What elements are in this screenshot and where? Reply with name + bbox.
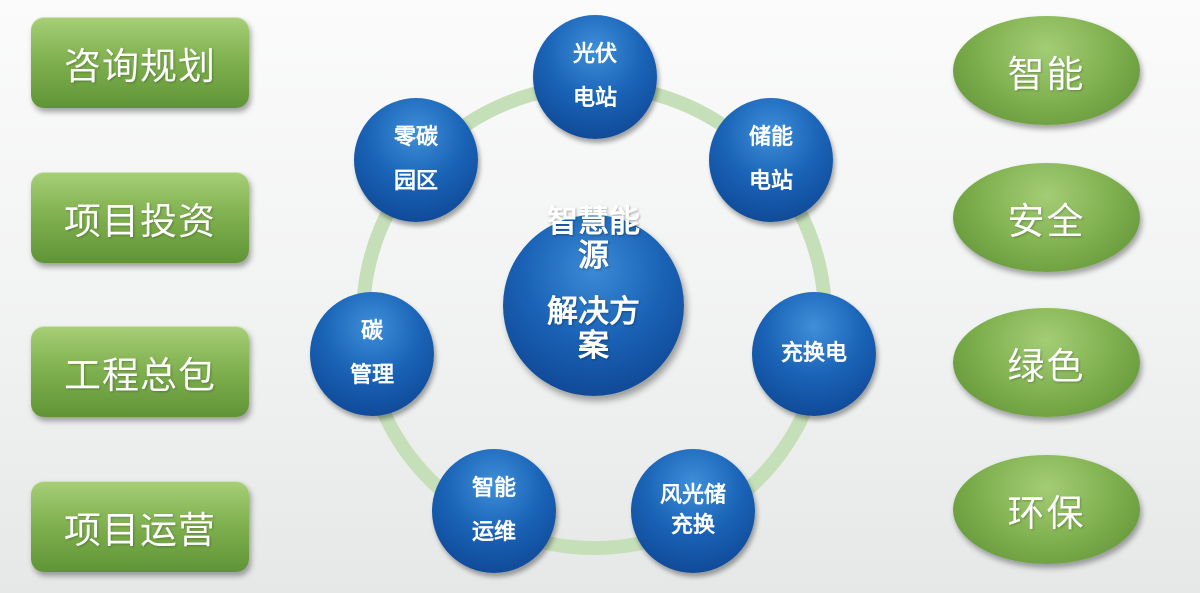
node-label-line1: 风光储: [659, 483, 726, 508]
node-label-line1: 碳: [360, 319, 383, 344]
center-label-line1: 智慧能: [547, 204, 640, 240]
service-box-investment: 项目投资: [31, 172, 249, 263]
node-smart-om: 智能 运维: [432, 449, 556, 573]
value-ellipse-safe: 安全: [953, 163, 1140, 272]
center-label-line2: 源: [578, 238, 609, 274]
value-ellipse-smart: 智能: [953, 16, 1140, 125]
service-box-operation: 项目运营: [31, 481, 249, 572]
node-label-line1: 储能: [748, 125, 793, 150]
node-label-line2: 园区: [393, 169, 438, 194]
node-label-line2: 电站: [748, 169, 793, 194]
node-pv-station: 光伏 电站: [533, 15, 657, 139]
node-label-line2: 充换: [670, 513, 715, 538]
service-box-consulting: 咨询规划: [31, 17, 249, 108]
node-carbon-management: 碳 管理: [310, 292, 434, 416]
node-label-line1: 充换电: [780, 341, 847, 366]
center-circle: [503, 215, 684, 396]
node-wind-solar-storage-swap: 风光储 充换: [631, 449, 755, 573]
node-label-line1: 光伏: [572, 42, 617, 67]
node-label-line2: 电站: [572, 86, 617, 111]
node-label-line2: 管理: [349, 363, 394, 388]
node-label-line1: 零碳: [393, 125, 438, 150]
center-label-line4: 案: [578, 328, 609, 364]
node-label-line1: 智能: [471, 476, 516, 501]
value-ellipse-green: 绿色: [953, 308, 1140, 417]
center-label-line3: 解决方: [547, 294, 640, 330]
node-label-line2: 运维: [471, 520, 516, 545]
value-ellipse-eco: 环保: [953, 455, 1140, 564]
node-charge-swap: 充换电: [752, 292, 876, 416]
service-box-epc: 工程总包: [31, 326, 249, 417]
node-storage-station: 储能 电站: [709, 98, 833, 222]
center-label: 智慧能 源 解决方 案: [503, 205, 684, 363]
node-zero-carbon-park: 零碳 园区: [354, 98, 478, 222]
